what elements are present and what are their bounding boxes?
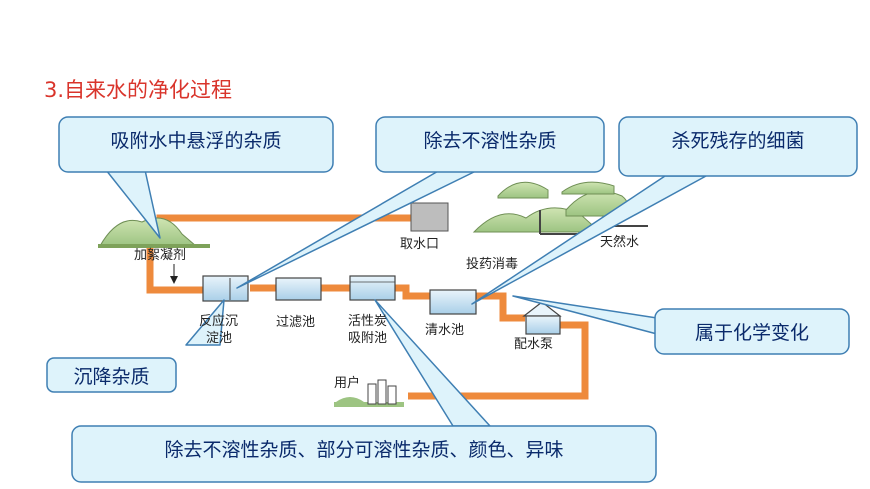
sedimentation-label-line1: 反应沉 [199,314,239,329]
user-label: 用户 [334,376,361,391]
pump-house [522,301,562,335]
callout-carbon-effect: 除去不溶性杂质、部分可溶性杂质、颜色、异味 [164,438,564,461]
clear-pool-label: 清水池 [425,323,465,338]
carbon-label-line2: 吸附池 [348,331,388,346]
sedimentation-tank [202,275,249,302]
page-title: 3.自来水的净化过程 [44,78,233,102]
natural-water-label: 天然水 [600,235,640,250]
filter-label: 过滤池 [276,315,316,330]
callout-kill-bacteria: 杀死残存的细菌 [671,129,805,152]
disinfect-label: 投药消毒 [466,257,519,272]
pump-label: 配水泵 [514,337,554,352]
callout-chemical-change: 属于化学变化 [694,322,809,344]
callout-pointers [105,169,707,427]
clear-water-tank [429,289,477,315]
carbon-tank [349,275,396,301]
intake-label: 取水口 [400,237,440,252]
intake-building [410,202,449,232]
coagulant-label: 加絮凝剂 [134,248,187,263]
callout-remove-insoluble: 除去不溶性杂质 [423,129,557,152]
carbon-label-line1: 活性炭 [348,314,388,329]
filter-tank [275,277,322,301]
hill-right [472,181,648,235]
callout-adsorb: 吸附水中悬浮的杂质 [110,129,282,152]
dosing-arrow [170,264,178,284]
callout-settle: 沉降杂质 [73,365,150,388]
user-buildings [334,379,404,407]
hill-left [98,217,210,248]
sedimentation-label-line2: 淀池 [206,331,233,346]
